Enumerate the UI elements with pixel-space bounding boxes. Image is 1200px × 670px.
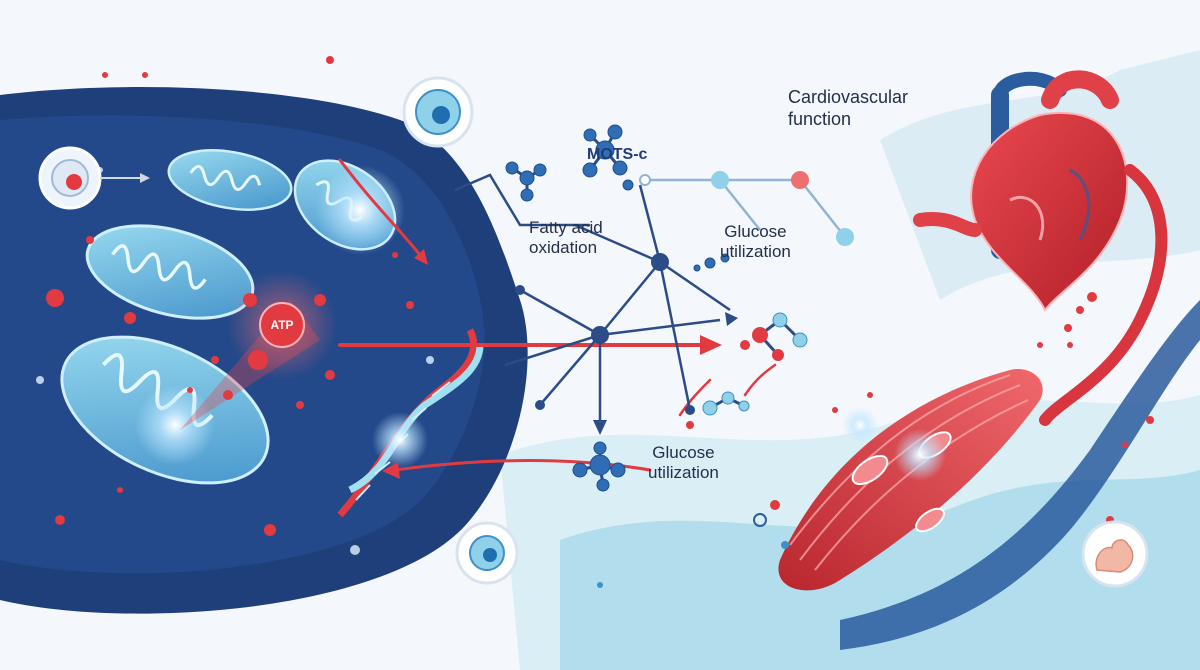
- cardiovascular-function-label: Cardiovascular function: [788, 87, 909, 129]
- glucose-utilization-label-top: Glucose utilization: [720, 222, 791, 262]
- cell-icon: [455, 521, 519, 585]
- glucose-molecule: [686, 312, 808, 429]
- cell-icon: [402, 76, 474, 148]
- mitochondrion: [167, 149, 293, 211]
- pathway-network: [454, 173, 846, 425]
- pathway-nodes: [515, 171, 854, 415]
- atp-label: ATP: [270, 318, 293, 332]
- molecule-cluster: [505, 124, 730, 492]
- mots-c-label: MOTS-c: [587, 146, 648, 163]
- heart-icon: [913, 70, 1168, 426]
- mitochondria-region: ATP: [0, 87, 528, 614]
- atp-molecule: ATP: [259, 302, 305, 348]
- fatty-acid-oxidation-label: Fatty acid oxidation: [529, 218, 603, 258]
- flexed-bicep-icon: [1081, 520, 1149, 588]
- dna-helix-icon: [337, 328, 484, 518]
- cell-icon: [38, 146, 102, 210]
- muscle-tissue: [778, 369, 1043, 591]
- glucose-utilization-label-bottom: Glucose utilization: [648, 443, 719, 483]
